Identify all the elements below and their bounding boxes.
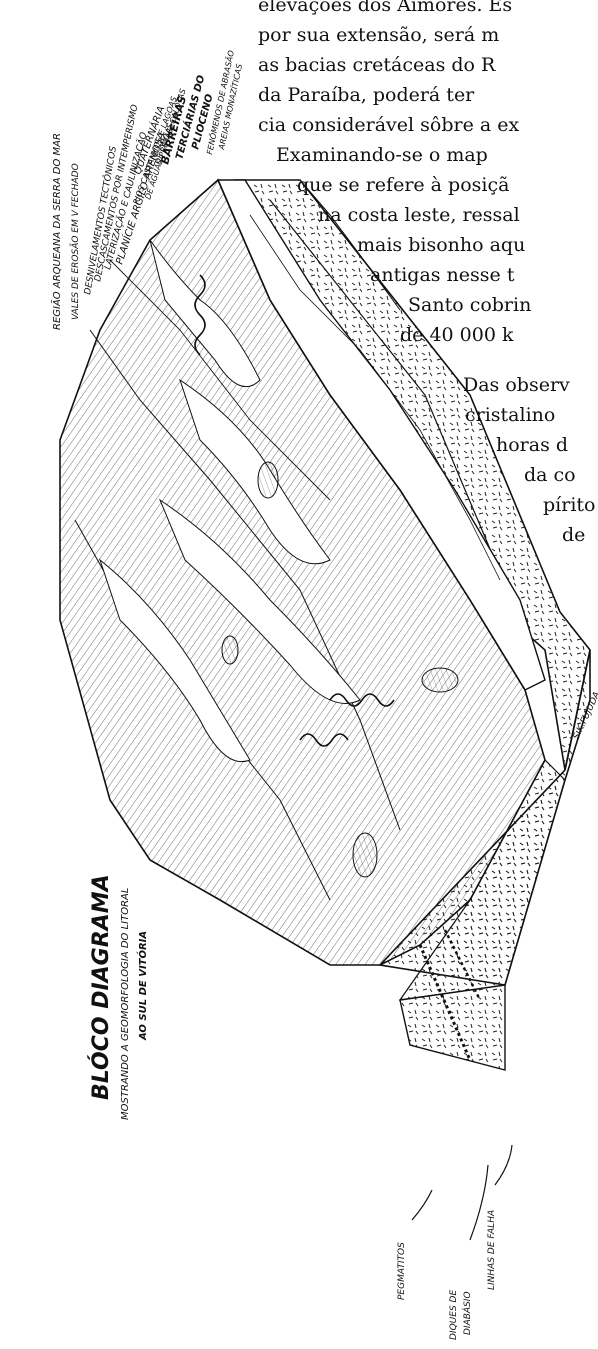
diagram-subtitle-line2: AO SUL DE VITÓRIA — [136, 931, 149, 1041]
label-fault-lines: LINHAS DE FALHA — [487, 1210, 497, 1290]
label-pegmatites: PEGMATITOS — [397, 1242, 407, 1300]
label-dikes-line1: DIQUES DE — [449, 1290, 459, 1340]
diagram-title-group: BLÓCO DIAGRAMA MOSTRANDO A GEOMORFOLOGIA… — [88, 874, 149, 1120]
diagram-subtitle-line1: MOSTRANDO A GEOMORFOLOGIA DO LITORAL — [120, 888, 131, 1120]
label-dikes-line2: DIABÁSIO — [461, 1291, 473, 1335]
diagram-title: BLÓCO DIAGRAMA — [88, 874, 114, 1100]
arrow-fault-lines — [495, 1145, 512, 1185]
arrow-pegmatites — [412, 1190, 432, 1220]
arrow-dikes — [470, 1165, 488, 1240]
label-region-line1: REGIÃO ARQUEANA DA SERRA DO MAR — [50, 133, 63, 330]
label-region-line2: VALES DE EROSÃO EM V FECHADO — [70, 163, 81, 320]
bottom-labels: PEGMATITOS DIQUES DE DIABÁSIO LINHAS DE … — [397, 1145, 512, 1340]
